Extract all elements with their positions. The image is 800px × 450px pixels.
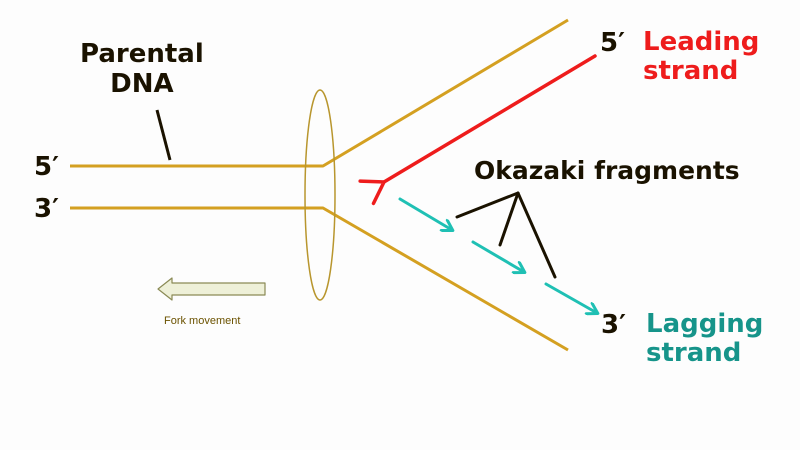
leading-strand-arrow (358, 54, 597, 206)
parental-dna-pointer (155, 109, 172, 161)
leading-5-prime-end: 5′ (600, 28, 625, 58)
okazaki-fragment-arrow (544, 282, 597, 313)
okazaki-pointers (455, 191, 557, 279)
okazaki-fragment-arrow (398, 197, 452, 230)
parental-dna-label-line1: Parental (80, 39, 204, 69)
parental-strand-bottom (70, 206, 569, 352)
fork-movement-arrow (157, 277, 266, 301)
parental-dna-label-line2: DNA (110, 68, 174, 99)
lagging-strand-label-line2: strand (646, 338, 742, 369)
lagging-strand-label-line1: Lagging (646, 309, 764, 339)
lagging-3-prime-end: 3′ (601, 310, 626, 340)
lagging-strand-label: Lagging strand (646, 309, 764, 369)
leading-strand-label-line2: strand (643, 56, 739, 87)
left-5-prime-end: 5′ (34, 152, 59, 182)
helicase-ellipse (304, 89, 336, 301)
parental-dna-label: Parental DNA (80, 39, 204, 100)
parental-strand-top (70, 18, 569, 168)
okazaki-fragment-arrow (471, 240, 524, 272)
leading-strand-label: Leading strand (643, 27, 760, 87)
left-3-prime-end: 3′ (34, 194, 59, 224)
fork-movement-label: Fork movement (164, 315, 241, 327)
leading-strand-label-line1: Leading (643, 27, 760, 57)
okazaki-fragments-label: Okazaki fragments (474, 156, 740, 185)
